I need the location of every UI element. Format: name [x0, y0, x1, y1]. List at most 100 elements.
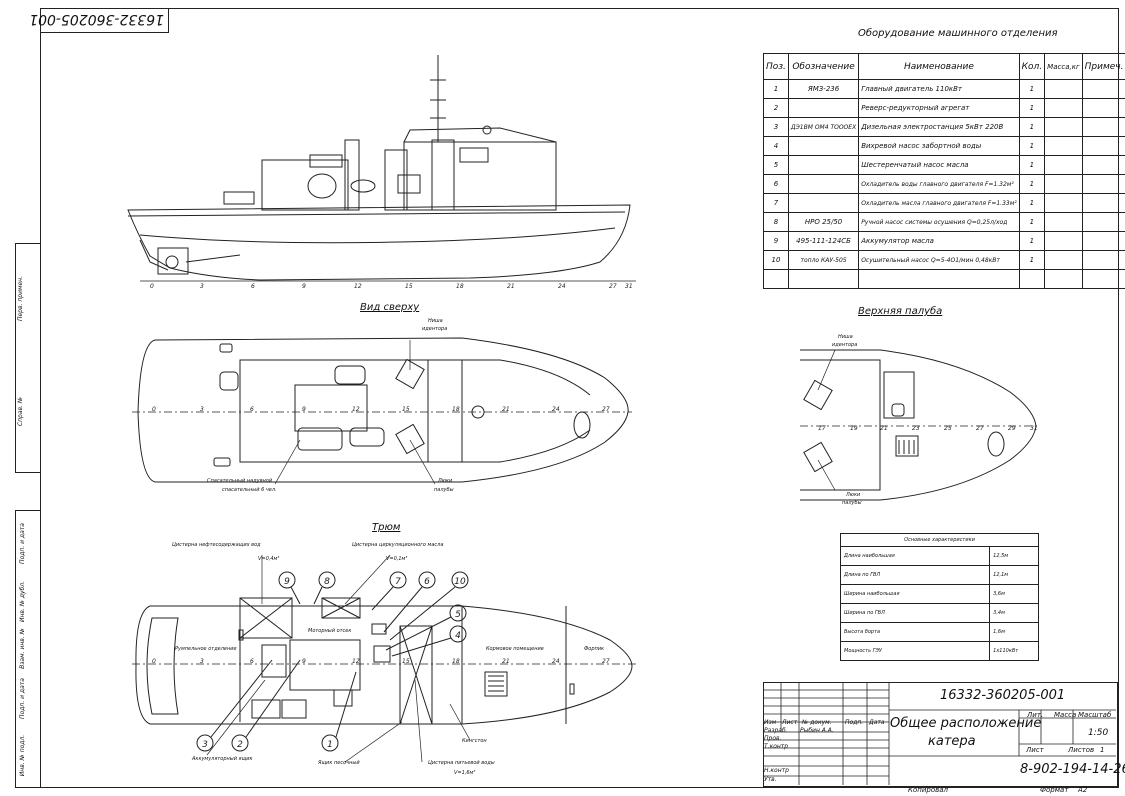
svg-text:5: 5 — [455, 610, 461, 620]
label-battery: Аккумуляторный ящик — [192, 756, 253, 762]
svg-text:15: 15 — [405, 283, 413, 290]
tb-masshtab: Масштаб — [1078, 711, 1112, 719]
svg-text:0: 0 — [152, 406, 156, 413]
side-view-profile — [127, 55, 636, 282]
label-hold-fwd: Кормовое помещение — [486, 646, 544, 652]
label-raft-b: спасательный 6 чел. — [222, 487, 277, 493]
upper-deck-plan — [800, 349, 1040, 501]
frame-labels-side: 0 3 6 9 12 15 18 21 24 27 31 — [150, 283, 633, 290]
label-hatch-b: палубы — [434, 487, 454, 493]
label-niche-b: идентора — [422, 326, 448, 332]
svg-text:12: 12 — [352, 406, 360, 413]
tb-tkontr: Т.контр — [764, 743, 789, 750]
view-title-top: Вид сверху — [360, 302, 420, 313]
svg-text:21: 21 — [502, 658, 510, 665]
upper-label-hatch-a: Люки — [846, 492, 861, 498]
side-stamp-column — [15, 243, 41, 473]
tb-razrab: Разраб. — [764, 727, 788, 734]
label-water-tank: Цистерна питьевой воды — [428, 760, 495, 766]
svg-text:0: 0 — [152, 658, 156, 665]
table-row — [763, 269, 1125, 289]
label-niche-a: Ниша — [428, 318, 443, 324]
svg-text:9: 9 — [302, 658, 306, 665]
svg-text:31: 31 — [625, 283, 633, 290]
tb-prov: Пров. — [764, 735, 782, 742]
svg-text:24: 24 — [558, 283, 566, 290]
label-water-vol: V=1,6м³ — [454, 770, 476, 776]
svg-text:10: 10 — [454, 577, 466, 587]
svg-text:24: 24 — [552, 406, 560, 413]
svg-text:21: 21 — [507, 283, 515, 290]
upper-label-niche-b: идентора — [832, 342, 858, 348]
svg-text:31: 31 — [1030, 425, 1038, 432]
label-fire-box: Ящик песочный — [318, 760, 360, 766]
tb-lit: Лит. — [1027, 711, 1044, 719]
top-view-plan — [132, 337, 632, 483]
equipment-title: Оборудование машинного отделения — [858, 28, 1058, 39]
svg-text:27: 27 — [609, 283, 617, 290]
svg-text:4: 4 — [455, 631, 461, 641]
svg-text:17: 17 — [818, 425, 826, 432]
title-block-grid — [763, 682, 1116, 785]
svg-text:7: 7 — [395, 577, 401, 587]
specs-title: Основные характеристики — [840, 533, 1039, 547]
svg-text:9: 9 — [302, 406, 306, 413]
svg-text:25: 25 — [944, 425, 952, 432]
tb-listov-val: 1 — [1100, 746, 1105, 754]
svg-text:12: 12 — [352, 658, 360, 665]
svg-text:3: 3 — [200, 406, 204, 413]
upper-label-niche-a: Ниша — [838, 334, 853, 340]
callout-circles — [196, 571, 469, 752]
svg-text:12: 12 — [354, 283, 362, 290]
table-header-row: Поз. Обозначение Наименование Кол. Масса… — [763, 53, 1125, 80]
upper-label-hatch-b: палубы — [842, 500, 862, 506]
svg-text:19: 19 — [850, 425, 858, 432]
header-name: Наименование — [858, 53, 1020, 80]
tb-copied: Копировал — [908, 786, 948, 794]
svg-text:27: 27 — [602, 658, 610, 665]
label-oil-tank: Цистерна циркуляционного масла — [352, 542, 444, 548]
label-forepeak: Форпик — [584, 646, 605, 652]
svg-text:27: 27 — [976, 425, 984, 432]
svg-text:6: 6 — [250, 658, 254, 665]
callout-numbers: 1 2 3 4 5 6 7 8 9 10 — [202, 577, 466, 750]
svg-text:15: 15 — [402, 658, 410, 665]
specs-table: Основные характеристики Длина наибольшая… — [839, 533, 1039, 661]
view-title-hold: Трюм — [372, 522, 401, 533]
svg-text:23: 23 — [912, 425, 920, 432]
tb-number: 16332-360205-001 — [940, 688, 1066, 703]
tb-list: Лист — [1026, 746, 1044, 754]
svg-text:1: 1 — [327, 740, 333, 750]
tb-nkontr: Н.контр — [764, 767, 789, 774]
tb-title-2: катера — [928, 734, 976, 749]
rotated-number-box — [40, 8, 169, 33]
svg-text:6: 6 — [424, 577, 430, 587]
label-sump: Кингстон — [462, 738, 487, 744]
label-fuel-tank: Цистерна нефтесодержащих вод — [172, 542, 261, 548]
tb-scale: 1:50 — [1088, 728, 1109, 738]
svg-text:18: 18 — [452, 658, 460, 665]
tb-razrab-name: Рыбин А.А. — [800, 727, 834, 734]
hold-view-plan — [132, 597, 636, 725]
tb-col-izm: Изм — [764, 719, 777, 726]
label-hatch-a: Люки — [438, 478, 453, 484]
tb-massa: Масса — [1054, 711, 1077, 719]
tb-listov: Листов — [1068, 746, 1095, 754]
svg-text:2: 2 — [237, 740, 243, 750]
svg-text:9: 9 — [284, 577, 290, 587]
view-title-upper: Верхняя палуба — [858, 306, 943, 317]
